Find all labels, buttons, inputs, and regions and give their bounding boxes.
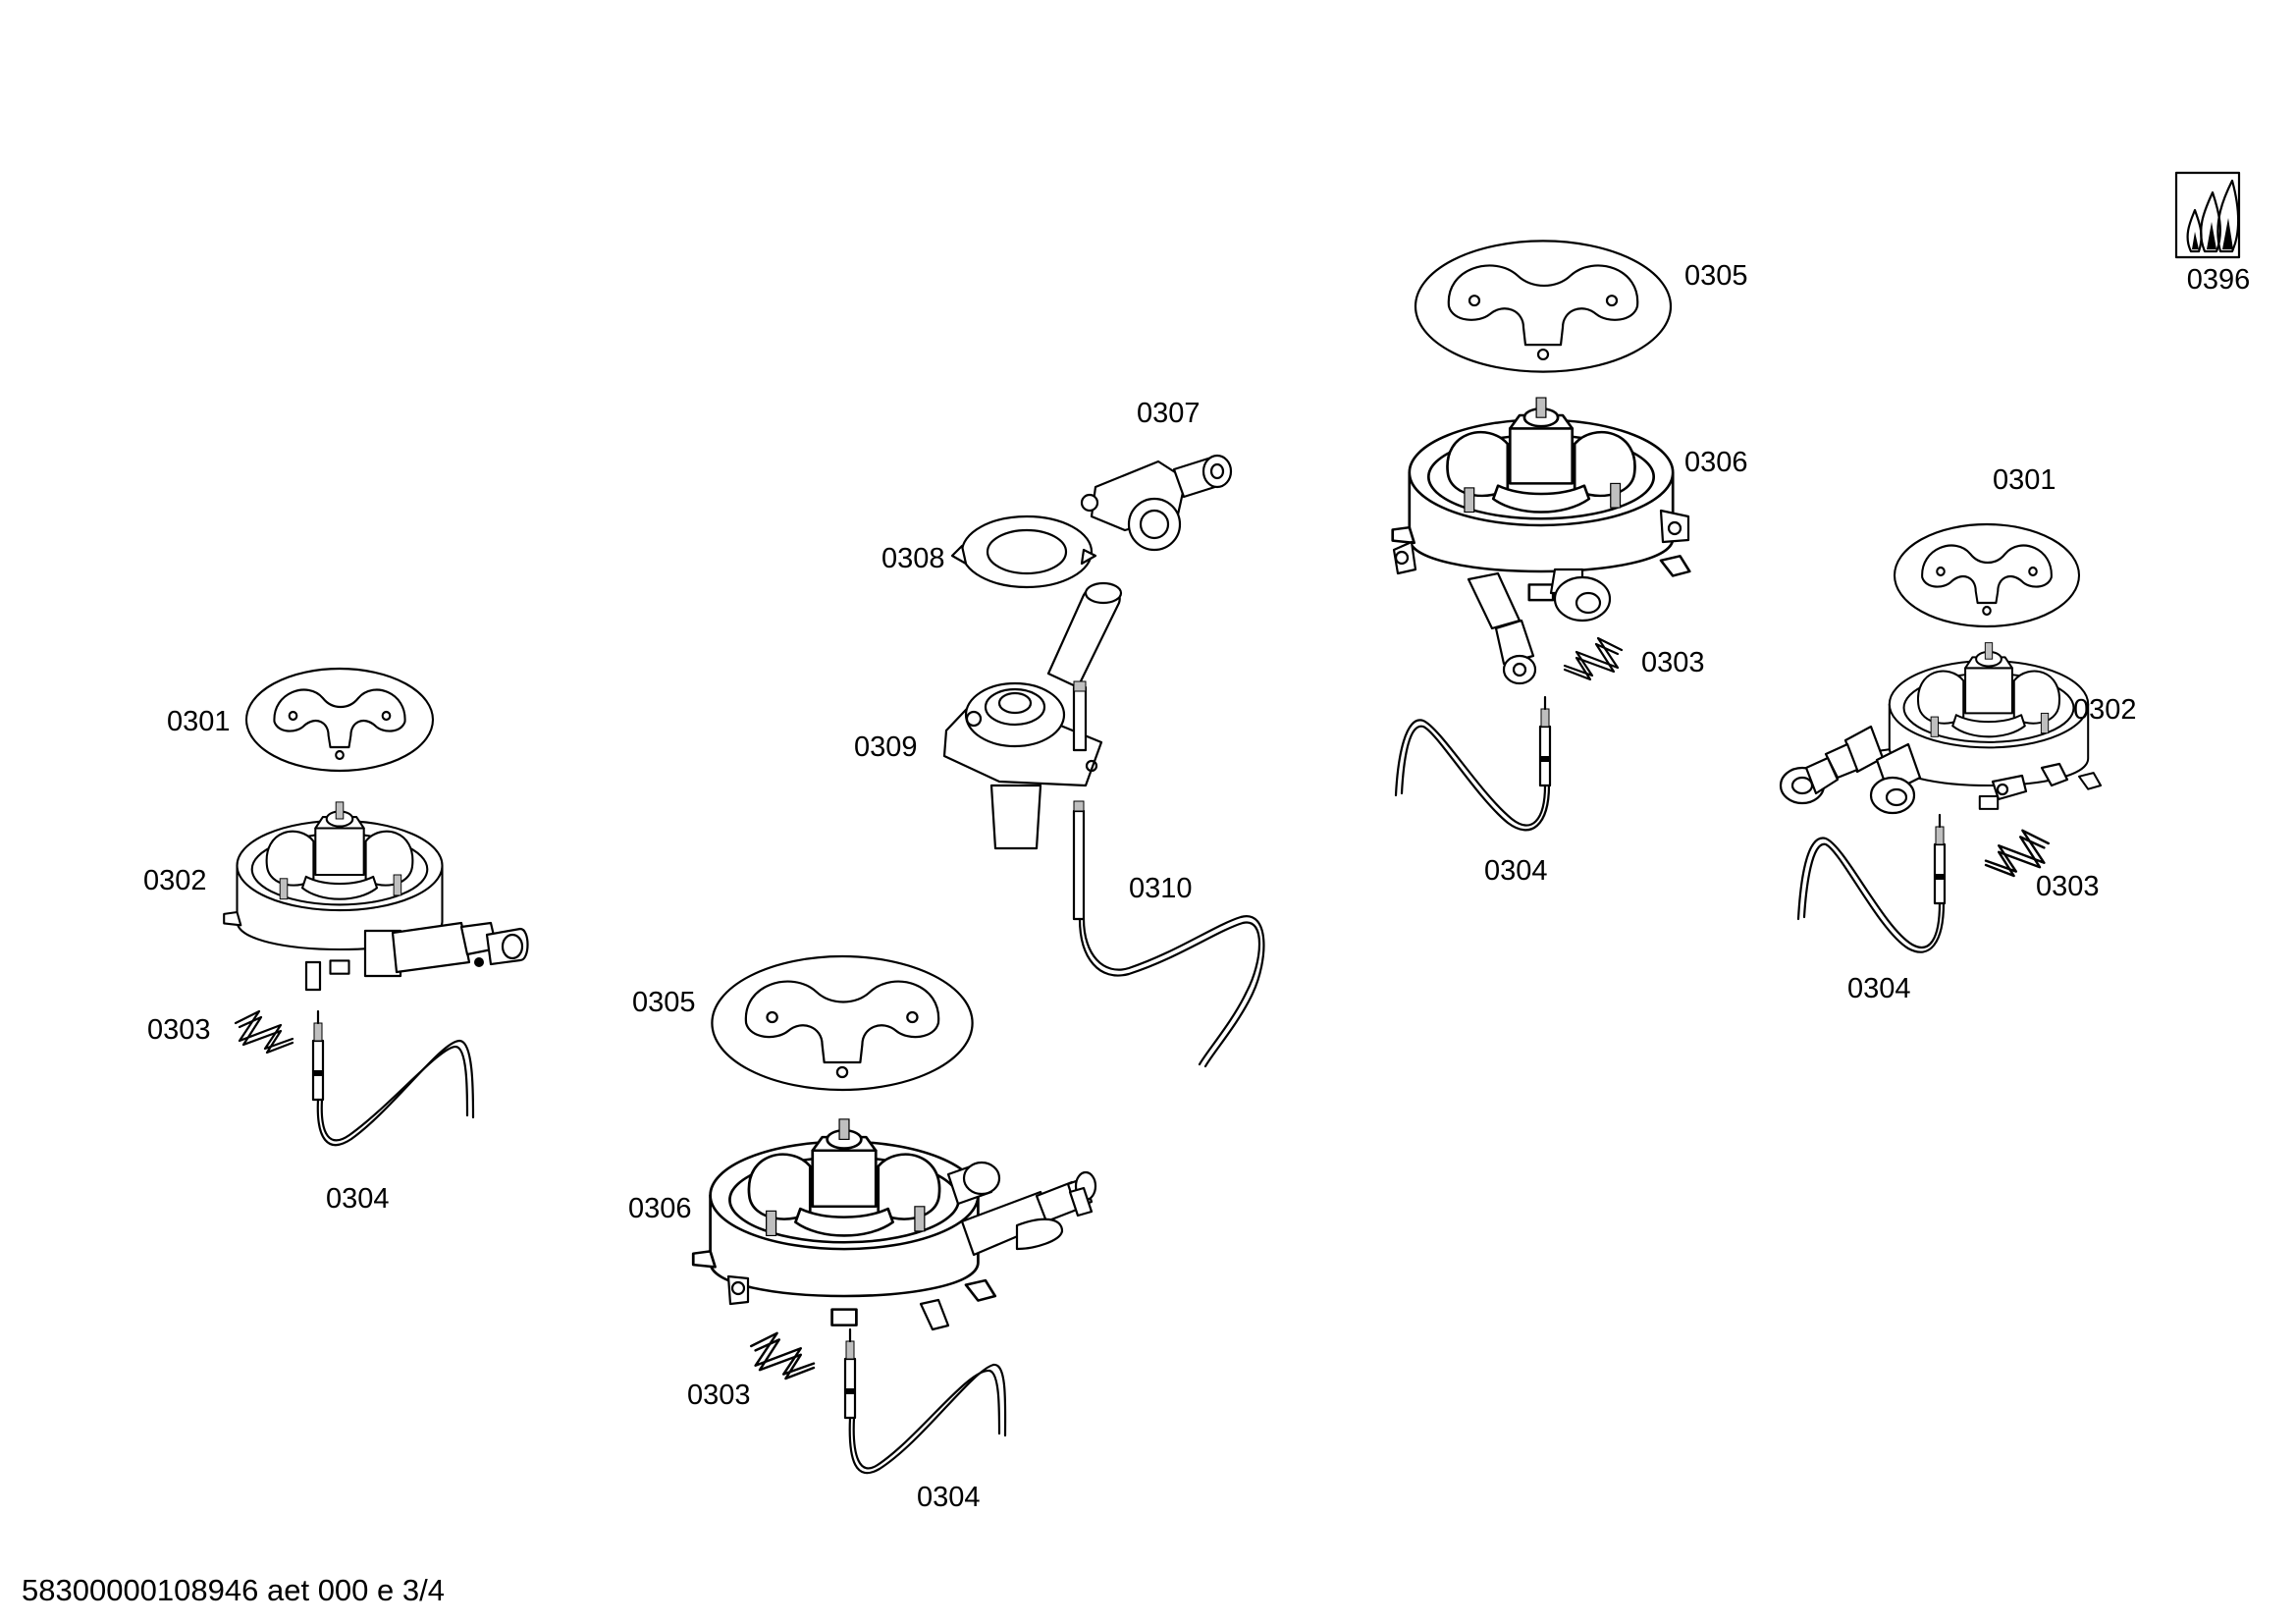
clip-0303-left: [234, 1009, 294, 1055]
burner-cap-0301-left: [244, 667, 435, 773]
part-label-0301: 0301: [167, 706, 231, 737]
clip-0303-top: [1563, 636, 1624, 681]
burner-cap-0301-right: [1893, 522, 2081, 628]
part-label-0302: 0302: [143, 865, 207, 896]
gasket-0308: [950, 514, 1097, 589]
electrode-0304-bottom: [842, 1327, 1007, 1475]
part-label-0306: 0306: [1684, 447, 1748, 478]
part-label-0310: 0310: [1129, 873, 1193, 904]
part-label-0305: 0305: [632, 987, 696, 1018]
part-label-0303: 0303: [687, 1380, 751, 1411]
flame-symbol-icon: [2174, 171, 2241, 259]
electrode-0304-left: [310, 1009, 475, 1147]
clip-0303-right: [1984, 829, 2051, 878]
burner-cap-0305-top: [1414, 240, 1673, 373]
part-label-0307: 0307: [1137, 398, 1201, 429]
part-label-0301: 0301: [1993, 464, 2056, 496]
part-label-0309: 0309: [854, 731, 918, 763]
clip-0303-bottom: [749, 1331, 816, 1380]
burner-base-0302-left: [223, 800, 529, 992]
document-id: 58300000108946 aet 000 e 3/4: [22, 1573, 445, 1607]
burner-base-0306-bottom: [691, 1117, 1097, 1331]
part-label-0303: 0303: [1641, 647, 1705, 678]
thermocouple-holder-0309: [942, 581, 1123, 850]
part-label-0304: 0304: [917, 1482, 981, 1513]
electrode-0304-right: [1796, 813, 1948, 953]
part-label-0304: 0304: [1484, 855, 1548, 887]
electrode-0304-top: [1394, 695, 1553, 832]
thermocouple-0310: [1072, 800, 1265, 1068]
part-label-0305: 0305: [1684, 260, 1748, 292]
burner-cap-0305-bottom: [711, 954, 974, 1092]
burner-base-0306-top: [1391, 396, 1691, 685]
part-label-0304: 0304: [1847, 973, 1911, 1004]
part-label-0304: 0304: [326, 1183, 390, 1215]
part-label-0306: 0306: [628, 1193, 692, 1224]
part-label-0303: 0303: [2036, 871, 2100, 902]
part-label-0302: 0302: [2073, 694, 2137, 726]
burner-base-0302-right: [1779, 641, 2103, 815]
part-label-0396: 0396: [2187, 264, 2251, 296]
connector-0307: [1080, 454, 1233, 552]
part-label-0308: 0308: [881, 543, 945, 574]
part-label-0303: 0303: [147, 1014, 211, 1046]
